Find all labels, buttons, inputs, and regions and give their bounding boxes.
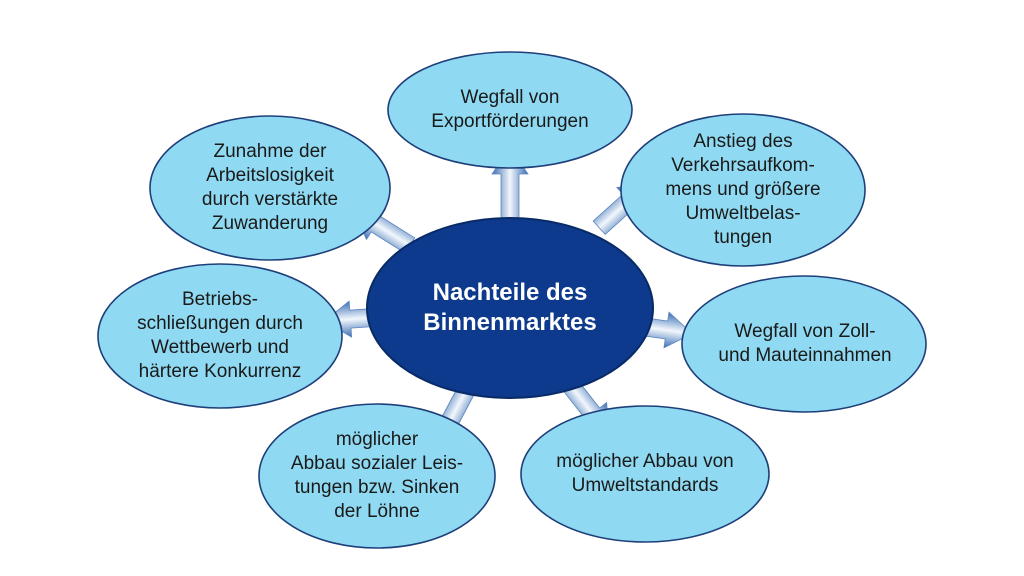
center-ellipse	[366, 217, 654, 399]
node-sozial-label: möglicher Abbau sozialer Leis- tungen bz…	[290, 429, 464, 522]
node-betrieb-bubble	[97, 263, 343, 409]
node-zoll-label: Wegfall von Zoll- und Mauteinnahmen	[718, 321, 892, 366]
node-umwelt-label: möglicher Abbau von Umweltstandards	[556, 451, 734, 496]
center-title: Nachteile des Binnenmarktes	[423, 279, 597, 336]
node-verkehr-label: Anstieg des Verkehrsaufkom- mens und grö…	[665, 131, 821, 248]
node-export-label: Wegfall von Exportförderungen	[431, 87, 589, 132]
node-export-bubble	[387, 51, 633, 169]
node-arbeit-bubble	[149, 115, 391, 261]
node-sozial-bubble	[258, 403, 496, 549]
node-betrieb-label: Betriebs- schließungen durch Wettbewerb …	[137, 289, 303, 382]
bubbles-layer	[97, 51, 927, 549]
node-arbeit-label: Zunahme der Arbeitslosigkeit durch verst…	[201, 141, 339, 234]
node-zoll-bubble	[681, 275, 927, 413]
node-umwelt-bubble	[520, 405, 770, 543]
node-verkehr-bubble	[620, 113, 866, 267]
center-layer	[366, 217, 654, 399]
